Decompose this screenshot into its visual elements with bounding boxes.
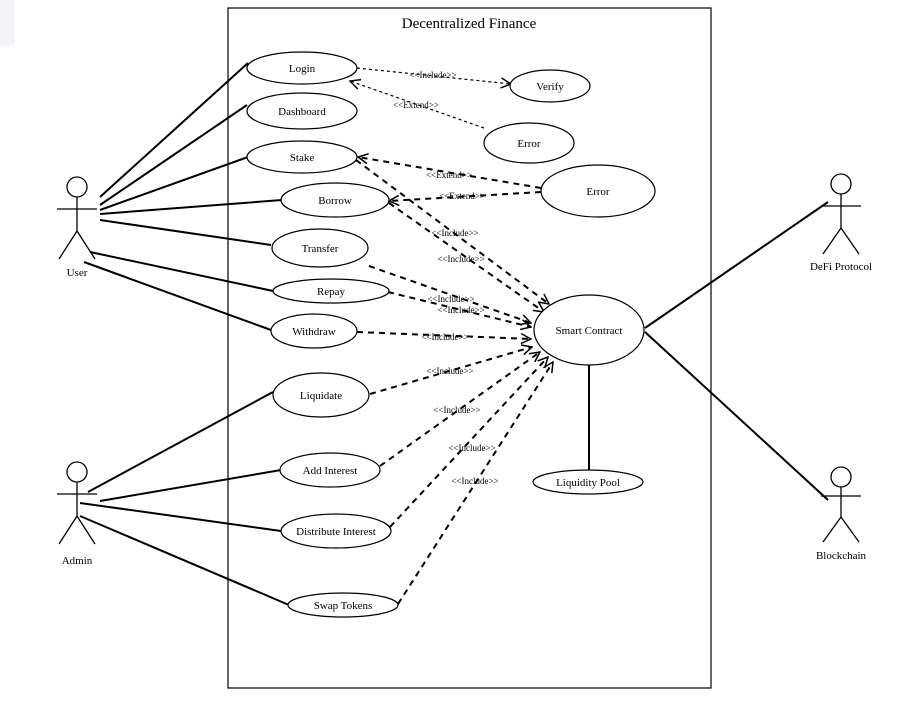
- extend-label-error-stake: <<Extend>>: [426, 170, 472, 180]
- use-case-login[interactable]: Login: [246, 51, 358, 85]
- use-case-stake[interactable]: Stake: [246, 140, 358, 174]
- include-label-swap-tokens: <<Include>>: [451, 476, 498, 486]
- actor-admin-label: Admin: [62, 555, 93, 567]
- actor-defi-protocol[interactable]: [821, 173, 861, 255]
- include-label-add-interest: <<Include>>: [433, 405, 480, 415]
- use-case-verify-label: Verify: [536, 81, 564, 93]
- use-case-distribute-interest-label: Distribute Interest: [296, 526, 376, 538]
- use-case-borrow-label: Borrow: [318, 195, 352, 207]
- include-label-distribute-interest: <<Include>>: [448, 443, 495, 453]
- use-case-borrow[interactable]: Borrow: [280, 182, 390, 218]
- include-label-withdraw: <<Include>>: [421, 332, 468, 342]
- use-case-swap-tokens[interactable]: Swap Tokens: [287, 592, 399, 618]
- include-label-transfer: <<Include>>: [427, 294, 474, 304]
- use-case-swap-tokens-label: Swap Tokens: [314, 600, 373, 612]
- use-case-transfer-label: Transfer: [302, 243, 339, 255]
- use-case-add-interest[interactable]: Add Interest: [279, 452, 381, 488]
- use-case-repay-label: Repay: [317, 286, 346, 298]
- use-case-withdraw[interactable]: Withdraw: [270, 313, 358, 349]
- actor-blockchain[interactable]: [821, 466, 861, 543]
- relation-lines: [350, 67, 553, 605]
- use-case-liquidity-pool[interactable]: Liquidity Pool: [532, 469, 644, 495]
- system-boundary: [227, 7, 712, 689]
- use-case-stake-label: Stake: [290, 152, 315, 164]
- include-label-liquidate: <<Include>>: [426, 366, 473, 376]
- use-case-add-interest-label: Add Interest: [303, 465, 358, 477]
- actor-associations: [79, 62, 829, 606]
- use-case-smart-contract-label: Smart Contract: [556, 325, 623, 337]
- extend-label-error-login: <<Extend>>: [393, 100, 439, 110]
- use-case-withdraw-label: Withdraw: [292, 326, 336, 338]
- use-case-dashboard-label: Dashboard: [278, 106, 326, 118]
- use-case-liquidity-pool-label: Liquidity Pool: [556, 477, 620, 489]
- actor-admin[interactable]: [57, 461, 97, 545]
- window-corner-tab: [0, 0, 14, 46]
- actor-user-label: User: [67, 267, 88, 279]
- system-title: Decentralized Finance: [402, 16, 537, 32]
- actor-defi-protocol-label: DeFi Protocol: [810, 261, 872, 273]
- use-case-smart-contract[interactable]: Smart Contract: [533, 294, 645, 366]
- use-case-error-login[interactable]: Error: [483, 122, 575, 164]
- use-case-liquidate[interactable]: Liquidate: [272, 372, 370, 418]
- use-case-liquidate-label: Liquidate: [300, 390, 342, 402]
- include-label-login-verify: <<Include>>: [409, 70, 456, 80]
- use-case-transfer[interactable]: Transfer: [271, 228, 369, 268]
- relation-labels: <<Include>> <<Extend>> <<Extend>> <<Exte…: [393, 70, 499, 486]
- use-case-error-transaction[interactable]: Error: [540, 164, 656, 218]
- actor-blockchain-label: Blockchain: [816, 550, 867, 562]
- use-case-dashboard[interactable]: Dashboard: [246, 92, 358, 130]
- use-case-verify[interactable]: Verify: [509, 69, 591, 103]
- use-case-error-transaction-label: Error: [586, 186, 610, 198]
- include-label-stake: <<Include>>: [431, 228, 478, 238]
- include-label-borrow: <<Include>>: [437, 254, 484, 264]
- use-case-login-label: Login: [289, 63, 316, 75]
- extend-label-error-borrow: <<Extend>>: [439, 191, 485, 201]
- use-case-distribute-interest[interactable]: Distribute Interest: [280, 513, 392, 549]
- include-label-repay: <<Include>>: [437, 305, 484, 315]
- use-case-error-login-label: Error: [517, 138, 541, 150]
- actor-user[interactable]: [57, 176, 97, 260]
- use-case-repay[interactable]: Repay: [272, 278, 390, 304]
